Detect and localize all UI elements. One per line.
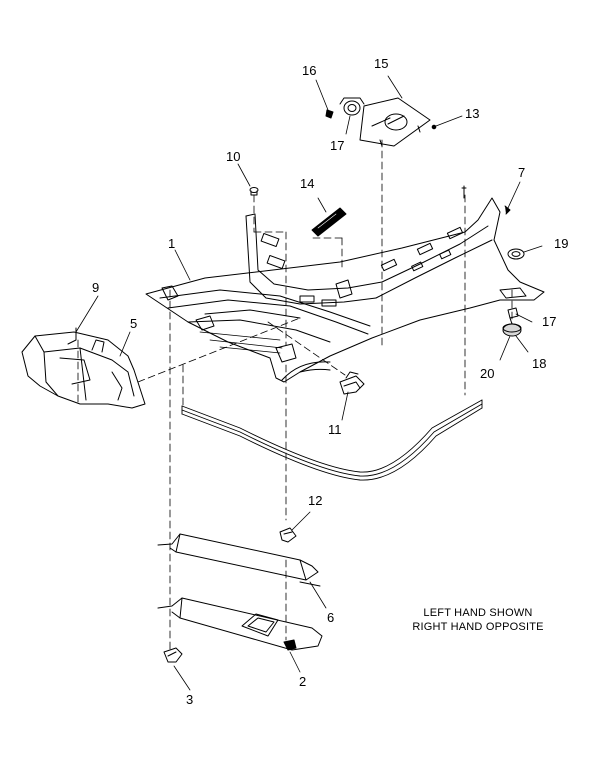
callout-5: 5	[130, 316, 137, 331]
callout-17-upper: 17	[330, 138, 344, 153]
callout-6: 6	[327, 610, 334, 625]
fastener-10	[249, 187, 259, 196]
cap-18	[502, 323, 522, 337]
orientation-note: LEFT HAND SHOWN RIGHT HAND OPPOSITE	[378, 606, 578, 634]
callout-20: 20	[480, 366, 494, 381]
callout-3: 3	[186, 692, 193, 707]
callout-11: 11	[328, 422, 342, 437]
callout-19: 19	[554, 236, 568, 251]
label-14	[311, 207, 347, 237]
callout-17-lower: 17	[542, 314, 556, 329]
bracket-3	[163, 647, 183, 663]
callout-2: 2	[299, 674, 306, 689]
callout-16: 16	[302, 63, 316, 78]
callout-14: 14	[300, 176, 314, 191]
leader-lines	[75, 75, 543, 691]
upper-bracket-panel	[359, 97, 431, 147]
callout-10: 10	[226, 149, 240, 164]
callout-12: 12	[308, 493, 322, 508]
hook-19	[507, 248, 525, 260]
note-line-2: RIGHT HAND OPPOSITE	[412, 621, 544, 633]
side-bracket	[21, 327, 146, 409]
grommet-upper	[339, 97, 365, 116]
clip	[339, 371, 365, 395]
visor-assembly	[157, 597, 323, 651]
pin-7	[461, 185, 511, 215]
callout-1: 1	[168, 236, 175, 251]
callouts: 1 2 3 5 6 7 9 10 11 12 13 14 15 16 17 17…	[92, 56, 568, 707]
callout-15: 15	[374, 56, 388, 71]
weatherstrip	[181, 399, 483, 481]
callout-9: 9	[92, 280, 99, 295]
note-line-1: LEFT HAND SHOWN	[423, 607, 533, 619]
visor-blank	[157, 533, 321, 587]
callout-7: 7	[518, 165, 525, 180]
clip-12	[279, 527, 297, 543]
screw-16	[325, 109, 334, 119]
callout-13: 13	[465, 106, 479, 121]
alignment-lines	[77, 139, 513, 651]
lower-trim-panel	[145, 197, 545, 383]
screw-13	[431, 124, 437, 130]
callout-18: 18	[532, 356, 546, 371]
grommet-lower	[507, 307, 519, 325]
